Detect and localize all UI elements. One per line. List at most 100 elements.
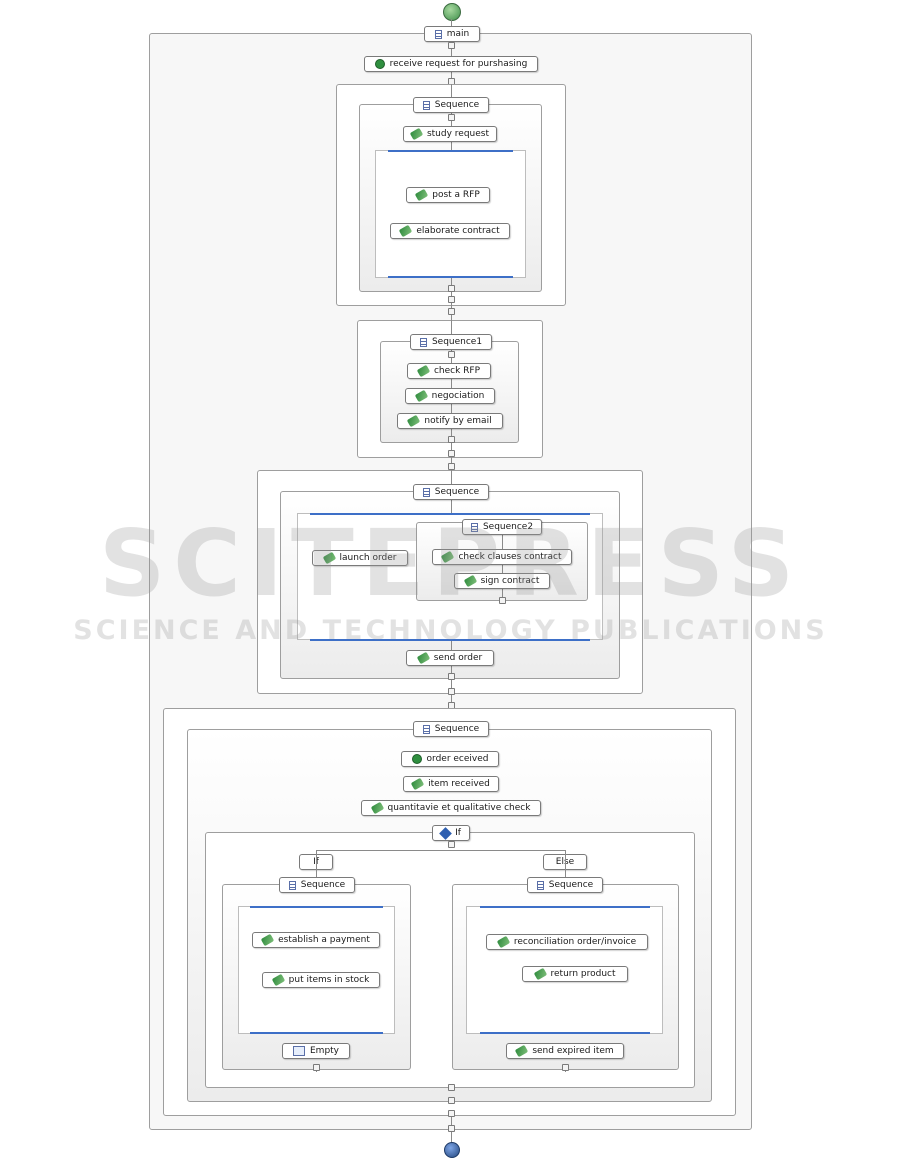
connector — [448, 285, 455, 292]
notify-email-node[interactable]: notify by email — [397, 413, 503, 429]
establish-payment-label: establish a payment — [278, 935, 370, 945]
sequence-node-1[interactable]: Sequence — [413, 97, 489, 113]
study-request-node[interactable]: study request — [403, 126, 497, 142]
activity-icon — [533, 967, 547, 981]
else-branch-text: Else — [556, 857, 574, 867]
sequence-label: Sequence — [434, 724, 480, 734]
connector — [499, 597, 506, 604]
activity-icon — [441, 550, 455, 564]
activity-icon — [496, 935, 511, 949]
activity-icon — [416, 364, 431, 378]
connector — [448, 463, 455, 470]
notify-email-label: notify by email — [424, 416, 492, 426]
elaborate-contract-node[interactable]: elaborate contract — [390, 223, 510, 239]
check-clauses-label: check clauses contract — [458, 552, 562, 562]
connector — [562, 1064, 569, 1071]
elaborate-contract-label: elaborate contract — [416, 226, 500, 236]
activity-icon — [407, 414, 421, 428]
sequence2-label: Sequence2 — [482, 522, 534, 532]
check-rfp-node[interactable]: check RFP — [407, 363, 491, 379]
else-sequence-node[interactable]: Sequence — [527, 877, 603, 893]
sequence1-node[interactable]: Sequence1 — [410, 334, 492, 350]
activity-icon — [409, 127, 424, 141]
sign-contract-node[interactable]: sign contract — [454, 573, 550, 589]
activity-icon — [416, 651, 430, 665]
activity-icon — [399, 224, 413, 238]
connector — [448, 114, 455, 121]
main-label: main — [446, 29, 470, 39]
connector — [448, 1125, 455, 1132]
activity-icon — [414, 188, 429, 202]
send-order-node[interactable]: send order — [406, 650, 494, 666]
send-expired-node[interactable]: send expired item — [506, 1043, 624, 1059]
quality-check-label: quantitavie et qualitative check — [387, 803, 531, 813]
sequence-node-4[interactable]: Sequence — [413, 721, 489, 737]
else-sequence-label: Sequence — [548, 880, 594, 890]
launch-order-node[interactable]: launch order — [312, 550, 408, 566]
empty-label: Empty — [309, 1046, 340, 1056]
connector — [448, 688, 455, 695]
connector — [448, 1084, 455, 1091]
empty-icon — [292, 1046, 305, 1056]
put-in-stock-label: put items in stock — [288, 975, 370, 985]
empty-node[interactable]: Empty — [282, 1043, 350, 1059]
post-rfp-label: post a RFP — [432, 190, 480, 200]
if-sequence-label: Sequence — [300, 880, 346, 890]
sequence-icon — [434, 29, 442, 39]
sequence1-label: Sequence1 — [431, 337, 483, 347]
receive-request-node[interactable]: receive request for purshasing — [364, 56, 538, 72]
connector — [448, 436, 455, 443]
end-node[interactable] — [444, 1142, 460, 1158]
quality-check-node[interactable]: quantitavie et qualitative check — [361, 800, 541, 816]
connector — [448, 1097, 455, 1104]
if-flow-box — [238, 906, 395, 1034]
activity-icon — [271, 973, 285, 987]
return-product-node[interactable]: return product — [522, 966, 628, 982]
order-received-node[interactable]: order eceived — [401, 751, 499, 767]
sequence-label: Sequence — [434, 100, 480, 110]
connector — [448, 308, 455, 315]
sequence-icon — [419, 337, 427, 347]
study-request-label: study request — [426, 129, 490, 139]
check-clauses-node[interactable]: check clauses contract — [432, 549, 572, 565]
connector — [448, 673, 455, 680]
return-product-label: return product — [550, 969, 616, 979]
send-order-label: send order — [433, 653, 483, 663]
connector — [313, 1064, 320, 1071]
if-sequence-node[interactable]: Sequence — [279, 877, 355, 893]
if-node[interactable]: If — [432, 825, 470, 841]
if-label: If — [455, 828, 461, 838]
establish-payment-node[interactable]: establish a payment — [252, 932, 380, 948]
sequence2-node[interactable]: Sequence2 — [462, 519, 542, 535]
item-received-label: item received — [428, 779, 490, 789]
flow-box-1 — [375, 150, 526, 278]
start-node[interactable] — [443, 3, 461, 21]
sequence-icon — [536, 880, 544, 890]
connector — [448, 42, 455, 49]
sequence-label: Sequence — [434, 487, 480, 497]
launch-order-label: launch order — [339, 553, 397, 563]
put-in-stock-node[interactable]: put items in stock — [262, 972, 380, 988]
connector — [448, 450, 455, 457]
item-received-node[interactable]: item received — [403, 776, 499, 792]
negociation-label: negociation — [431, 391, 485, 401]
connector — [448, 1110, 455, 1117]
sign-contract-label: sign contract — [480, 576, 540, 586]
activity-icon — [322, 551, 336, 565]
sequence-icon — [288, 880, 296, 890]
activity-icon — [463, 574, 477, 588]
if-branch-text: If — [313, 857, 319, 867]
connector — [448, 841, 455, 848]
negociation-node[interactable]: negociation — [405, 388, 495, 404]
sequence-node-3[interactable]: Sequence — [413, 484, 489, 500]
send-expired-label: send expired item — [532, 1046, 614, 1056]
activity-icon — [370, 801, 384, 815]
activity-icon — [260, 933, 275, 947]
main-node[interactable]: main — [424, 26, 480, 42]
reconciliation-node[interactable]: reconciliation order/invoice — [486, 934, 648, 950]
sequence-icon — [470, 522, 478, 532]
order-received-label: order eceived — [426, 754, 489, 764]
reconciliation-label: reconciliation order/invoice — [513, 937, 637, 947]
post-rfp-node[interactable]: post a RFP — [406, 187, 490, 203]
check-rfp-label: check RFP — [433, 366, 481, 376]
